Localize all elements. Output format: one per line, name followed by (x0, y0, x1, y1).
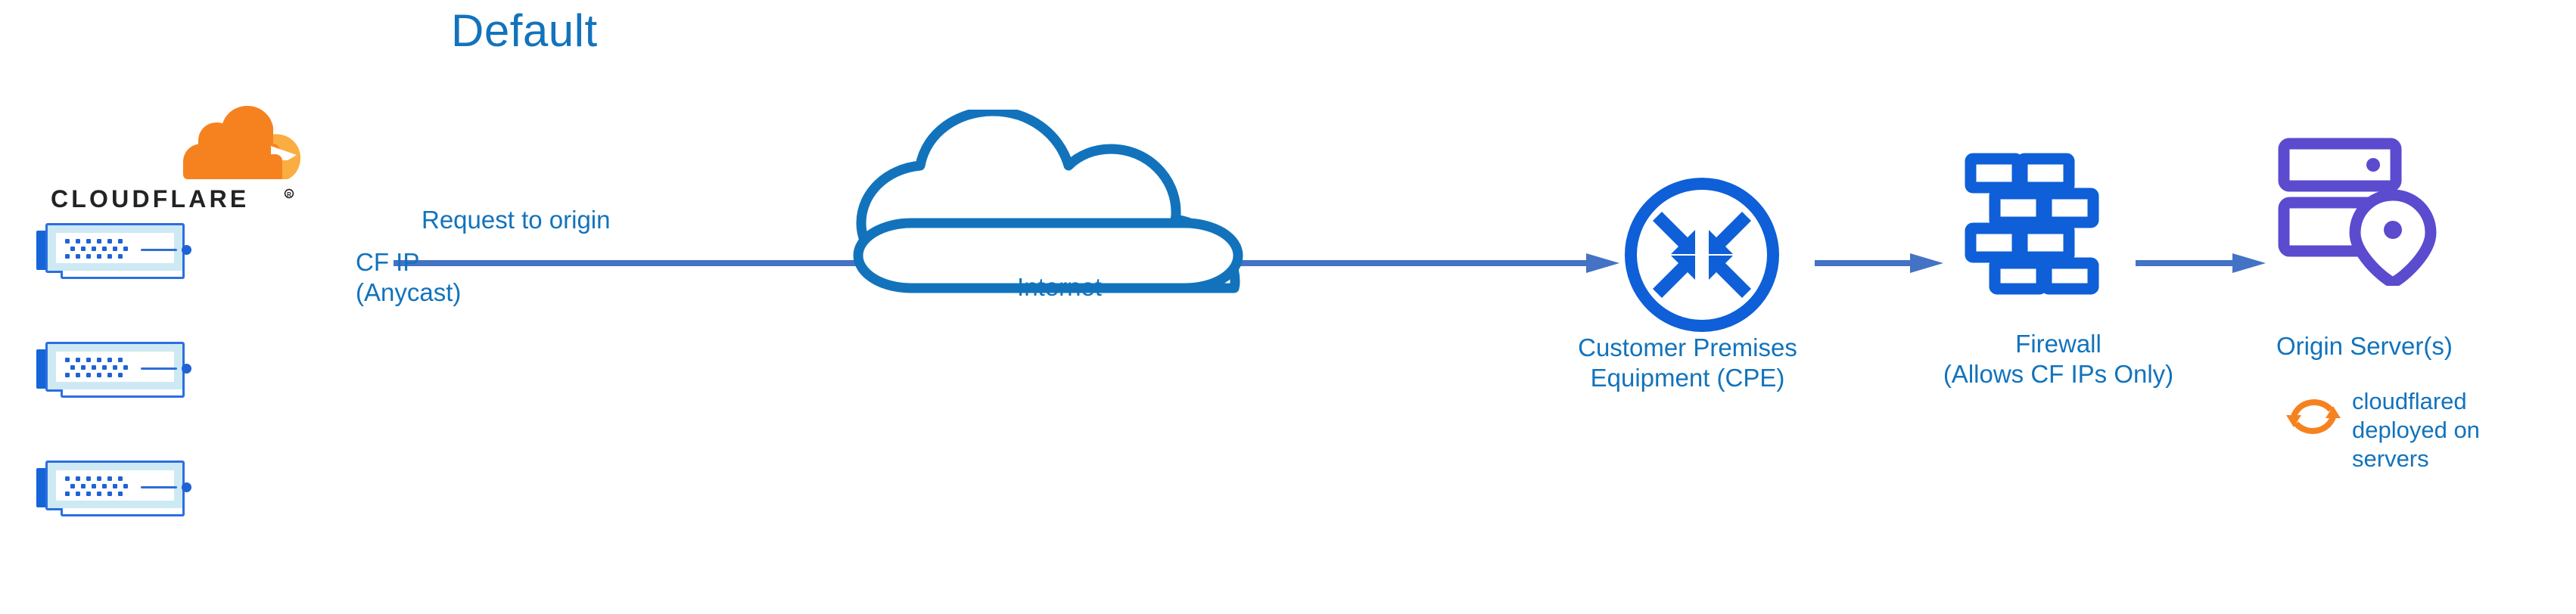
internet-label: Internet (1017, 273, 1102, 301)
server-faceplate (56, 233, 191, 263)
server-led-indicator (182, 482, 191, 492)
cloudflare-wordmark: CLOUDFLARE R (51, 185, 294, 212)
firewall-label: Firewall (Allows CF IPs Only) (1943, 330, 2174, 388)
arrow-cpe-to-firewall (1815, 253, 1943, 273)
svg-text:CLOUDFLARE: CLOUDFLARE (51, 185, 249, 212)
server-shelf (61, 271, 185, 279)
server-faceplate (56, 352, 191, 382)
cf-ip-anycast-label: CF IP (Anycast) (356, 248, 462, 306)
cloudflared-annotation-label: cloudflared deployed on servers (2352, 388, 2480, 472)
server-stack-icon (36, 342, 191, 398)
origin-server-pin-icon (2278, 138, 2437, 286)
server-led-indicator (182, 364, 191, 374)
page-title: Default (451, 5, 598, 56)
svg-text:R: R (287, 191, 291, 198)
cloud-icon (853, 110, 1243, 293)
server-stack-icon (36, 223, 191, 279)
origin-server-label: Origin Server(s) (2276, 332, 2453, 360)
brick-wall-icon (1965, 153, 2099, 295)
server-shelf (61, 389, 185, 398)
server-status-line (141, 367, 177, 370)
request-to-origin-label: Request to origin (422, 206, 611, 234)
server-chassis (45, 460, 191, 510)
server-status-line (141, 486, 177, 488)
server-shelf (61, 508, 185, 516)
server-status-line (141, 249, 177, 251)
sync-refresh-icon (2286, 398, 2341, 435)
cpe-label: Customer Premises Equipment (CPE) (1578, 333, 1797, 392)
server-vent-dots (65, 239, 128, 259)
server-led-indicator (182, 245, 191, 255)
cloudflare-logo: CLOUDFLARE R (42, 104, 301, 218)
server-vent-dots (65, 358, 128, 377)
server-chassis (45, 223, 191, 273)
router-icon (1625, 178, 1779, 332)
cloudflare-cloud-icon (183, 106, 301, 179)
server-chassis (45, 342, 191, 392)
server-vent-dots (65, 476, 128, 496)
server-stack-icon (36, 460, 191, 516)
server-faceplate (56, 470, 191, 501)
arrow-firewall-to-origin (2136, 253, 2266, 273)
